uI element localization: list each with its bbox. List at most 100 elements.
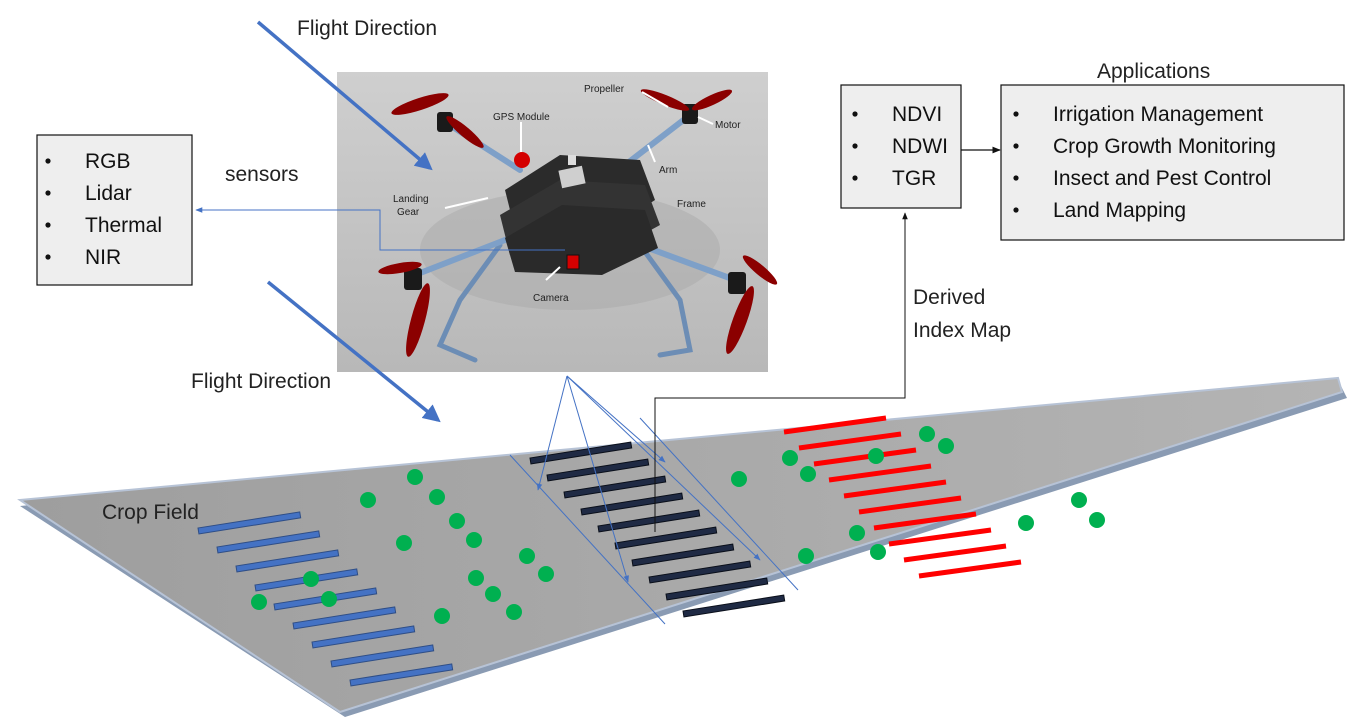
crop-field-label: Crop Field (102, 501, 199, 524)
landing-gear-label-line1: Landing (393, 194, 429, 205)
index-bullet (852, 143, 858, 149)
arm-label: Arm (659, 165, 677, 176)
plant-dot (449, 513, 465, 529)
crop-row-red (888, 527, 992, 547)
frame-label: Frame (677, 199, 706, 210)
crop-row-dark (597, 509, 701, 533)
camera-footprint (509, 375, 799, 625)
plant-dot (538, 566, 554, 582)
sensor-connector (195, 207, 565, 251)
plant-dot (1089, 512, 1105, 528)
flight-direction-label-top: Flight Direction (297, 17, 437, 40)
plant-dot (731, 471, 747, 487)
crop-row-blue (216, 530, 321, 554)
crop-field: Crop Field (17, 376, 1347, 717)
plant-dot (506, 604, 522, 620)
plant-dot (938, 438, 954, 454)
crop-row-blue (235, 549, 340, 573)
footprint-ray-4 (566, 375, 666, 463)
index-item: TGR (892, 167, 936, 190)
plant-dot (782, 450, 798, 466)
sensor-item: NIR (85, 246, 121, 269)
plant-dot (919, 426, 935, 442)
sensor-bullet (45, 190, 51, 196)
motor-label: Motor (715, 120, 741, 131)
crop-row-red (843, 479, 947, 499)
frame-icon (500, 155, 660, 275)
plant-dot (466, 532, 482, 548)
plant-dot (303, 571, 319, 587)
application-bullet (1013, 143, 1019, 149)
plant-dot (519, 548, 535, 564)
index-bullet (852, 111, 858, 117)
drone-photo: GPS Module Propeller Motor Arm Frame Lan… (195, 72, 778, 372)
flight-direction-arrow-bottom (266, 280, 441, 423)
propeller-icon (378, 89, 778, 357)
crop-row-dark (665, 577, 769, 601)
application-item: Land Mapping (1053, 199, 1186, 222)
crop-row-red (873, 511, 977, 531)
footprint-edge-right (639, 417, 799, 591)
crop-row-dark (614, 526, 718, 550)
derived-label-line2: Index Map (913, 319, 1011, 342)
plant-dot (1018, 515, 1034, 531)
crop-row-dark (631, 543, 735, 567)
sensors-label: sensors (225, 163, 299, 186)
plant-dot (396, 535, 412, 551)
landing-gear-label-line2: Gear (397, 207, 420, 218)
index-item: NDVI (892, 103, 942, 126)
plant-dot (468, 570, 484, 586)
sensor-bullet (45, 158, 51, 164)
crop-row-blue (311, 625, 416, 649)
application-bullet (1013, 207, 1019, 213)
plant-dot (360, 492, 376, 508)
plant-dot (434, 608, 450, 624)
plants (251, 426, 1105, 624)
crop-row-red (903, 543, 1007, 563)
crop-row-red (813, 447, 917, 467)
plant-dot (800, 466, 816, 482)
index-list: NDVI NDWI TGR (852, 103, 948, 190)
derived-label-line1: Derived (913, 286, 985, 309)
derived-index-connector (654, 212, 908, 532)
crop-row-dark (529, 441, 633, 465)
application-bullet (1013, 175, 1019, 181)
application-bullet (1013, 111, 1019, 117)
application-item: Insect and Pest Control (1053, 167, 1271, 190)
sensors-box (36, 134, 193, 286)
plant-dot (849, 525, 865, 541)
index-box (840, 84, 962, 209)
crop-row-red (783, 415, 887, 435)
flight-direction-arrow-top (256, 20, 433, 171)
sensor-item: Lidar (85, 182, 132, 205)
footprint-ray-3 (566, 375, 761, 561)
plant-dot (429, 489, 445, 505)
sensor-bullet (45, 254, 51, 260)
gps-module-icon (514, 152, 530, 168)
crop-row-dark (563, 475, 667, 499)
footprint-ray-2 (566, 375, 629, 583)
crop-row-red (828, 463, 932, 483)
crop-row-blue (349, 663, 454, 687)
applications-box (1000, 84, 1345, 241)
plant-dot (251, 594, 267, 610)
footprint-ray-1 (536, 375, 568, 491)
camera-icon (566, 254, 580, 270)
application-item: Irrigation Management (1053, 103, 1263, 126)
crop-row-blue (292, 606, 397, 630)
plant-dot (321, 591, 337, 607)
crop-row-red (858, 495, 962, 515)
plant-dot (798, 548, 814, 564)
plant-dot (868, 448, 884, 464)
crop-row-blue (197, 511, 302, 535)
applications-title: Applications (1097, 60, 1210, 83)
plant-dot (870, 544, 886, 560)
crop-row-dark (682, 594, 786, 618)
flight-direction-label-bottom: Flight Direction (191, 370, 331, 393)
crop-row-blue (330, 644, 435, 668)
sensor-item: Thermal (85, 214, 162, 237)
index-item: NDWI (892, 135, 948, 158)
